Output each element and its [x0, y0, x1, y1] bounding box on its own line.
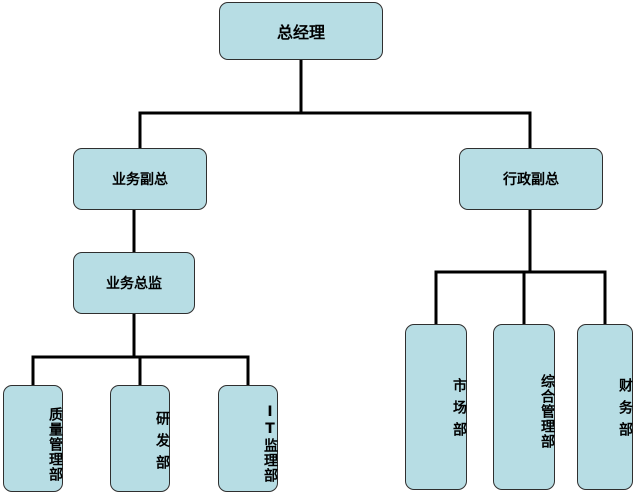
node-label: 行政副总 — [503, 172, 559, 188]
node-general-manager: 总经理 — [219, 2, 383, 60]
node-business-director: 业务总监 — [73, 252, 195, 314]
node-it-supervision-dept: IT监理部 — [218, 385, 278, 492]
node-vp-business: 业务副总 — [73, 148, 207, 210]
node-market-dept: 市场部 — [405, 324, 467, 490]
node-general-admin-dept: 综合管理部 — [493, 324, 555, 490]
node-label: 业务副总 — [112, 172, 168, 188]
node-label: 业务总监 — [106, 276, 162, 292]
node-label: IT监理部 — [262, 404, 278, 483]
node-label: 研发部 — [154, 410, 170, 477]
node-vp-admin: 行政副总 — [459, 148, 603, 210]
node-finance-dept: 财务部 — [577, 324, 633, 490]
node-label: 市场部 — [451, 378, 467, 444]
node-label: 总经理 — [276, 23, 325, 42]
node-label: 综合管理部 — [539, 373, 555, 449]
node-rnd-dept: 研发部 — [110, 385, 170, 492]
node-label: 质量管理部 — [47, 407, 63, 482]
node-label: 财务部 — [617, 378, 633, 444]
node-quality-dept: 质量管理部 — [3, 385, 63, 492]
